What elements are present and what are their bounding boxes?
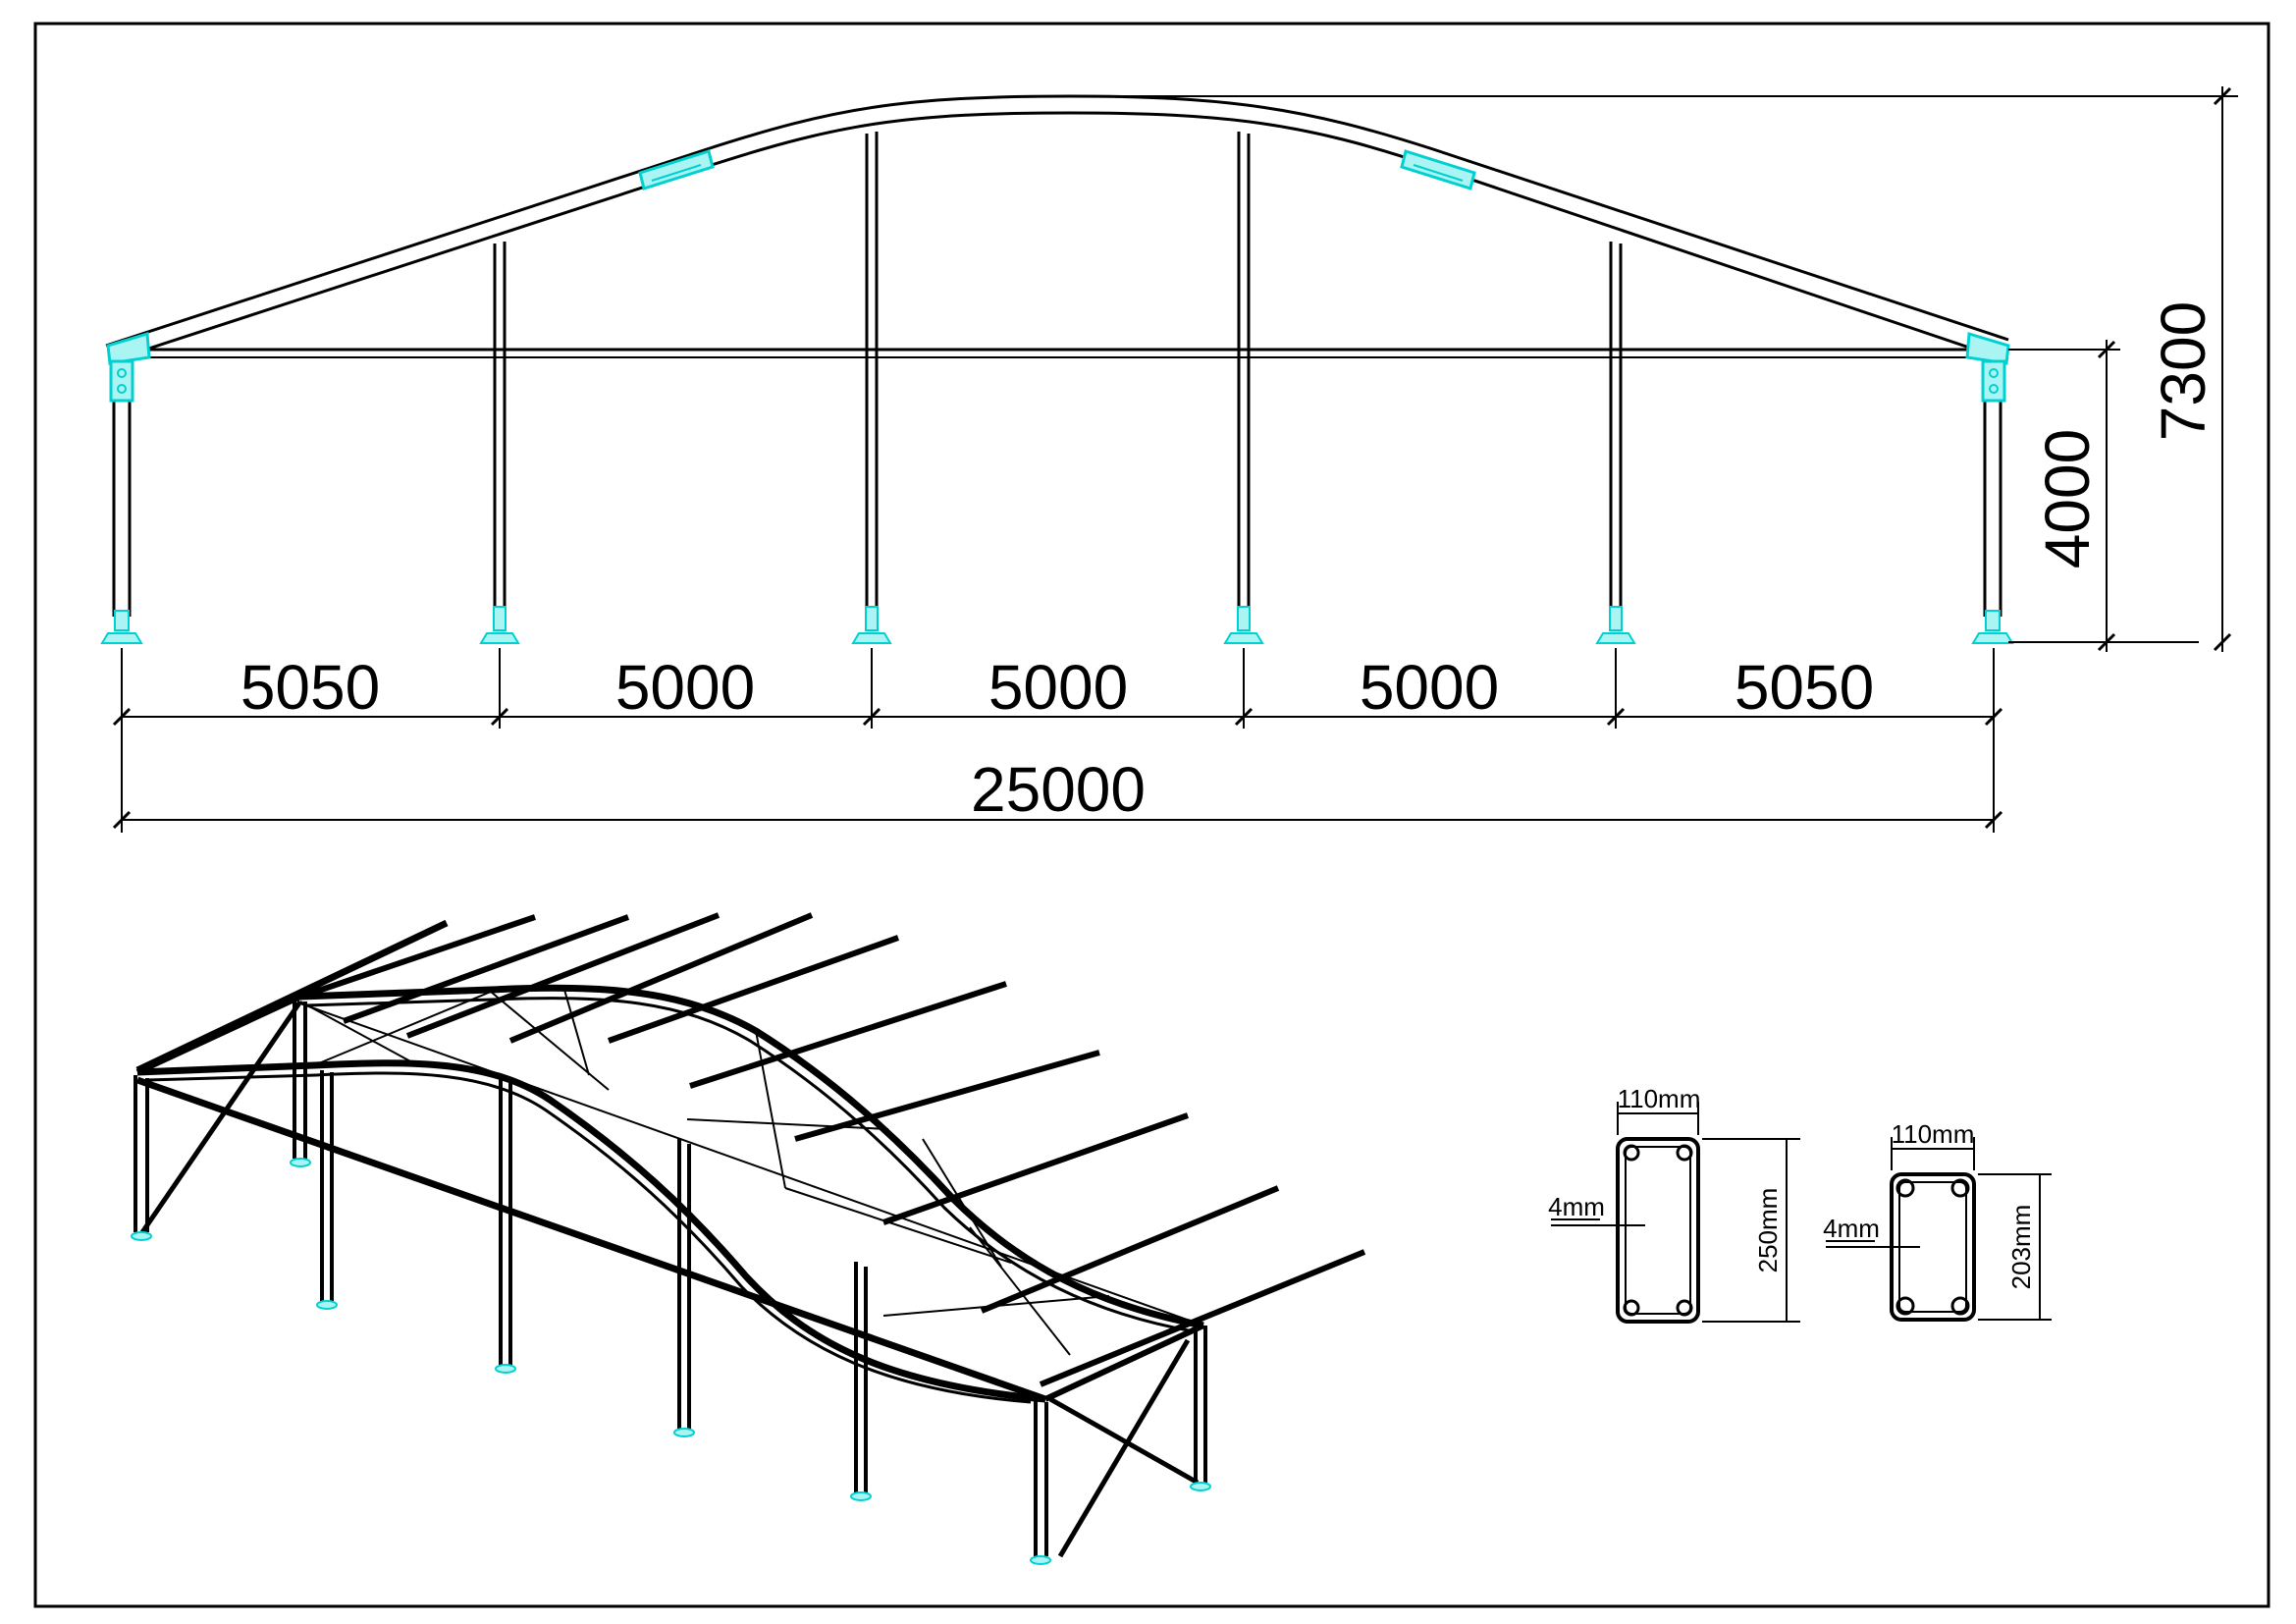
roof-bracing xyxy=(299,989,1110,1356)
profile-section-203: 110mm 203mm 4mm xyxy=(1823,1119,2052,1322)
profile-wall-label: 4mm xyxy=(1548,1192,1605,1221)
profile-wall-label: 4mm xyxy=(1823,1214,1880,1243)
overall-width-dimension: 25000 xyxy=(112,729,2003,833)
isometric-frame xyxy=(131,912,1366,1565)
base-plate-5 xyxy=(1595,606,1636,644)
iso-arch-back-inner xyxy=(305,997,1195,1333)
eave-height-label: 4000 xyxy=(2032,429,2103,568)
ridge-height-dimension: 7300 xyxy=(1080,86,2238,652)
rafter-joint-right xyxy=(1400,149,1476,190)
base-plate-4 xyxy=(1223,606,1264,644)
bay-dimension-chain: 5050 5000 5000 5000 5050 xyxy=(112,648,2003,729)
base-plate-3 xyxy=(851,606,892,644)
roof-purlins xyxy=(135,912,1366,1387)
bay-dimension-3: 5000 xyxy=(988,652,1128,723)
eave-beams xyxy=(135,994,1205,1403)
profile-section-250: 110mm 250mm 4mm xyxy=(1548,1084,1800,1324)
iso-columns xyxy=(133,1000,1207,1556)
roof-arch-outer xyxy=(105,94,2009,348)
bay-dimension-4: 5000 xyxy=(1360,652,1499,723)
bay-dimension-2: 5000 xyxy=(615,652,755,723)
eave-fitting-right xyxy=(1965,332,2010,403)
profile-height-label: 250mm xyxy=(1753,1188,1783,1273)
base-plate-2 xyxy=(479,606,520,644)
base-plate-1 xyxy=(100,610,143,644)
base-plates xyxy=(100,606,2014,644)
profile-width-label: 110mm xyxy=(1618,1084,1701,1113)
profile-height-label: 203mm xyxy=(2006,1205,2036,1290)
intermediate-column-3 xyxy=(1237,132,1251,617)
sheet-border xyxy=(33,22,2270,1608)
roof-arch-inner xyxy=(127,111,1994,357)
overall-width-label: 25000 xyxy=(971,754,1146,825)
intermediate-column-4 xyxy=(1609,242,1623,617)
profile-outline xyxy=(1616,1137,1700,1324)
intermediate-column-2 xyxy=(865,132,879,617)
bay-dimension-5: 5050 xyxy=(1735,652,1874,723)
eave-fitting-left xyxy=(106,332,151,403)
iso-arch-front-inner xyxy=(146,1071,1032,1404)
iso-arch-back-outer xyxy=(299,984,1204,1329)
bay-dimension-1: 5050 xyxy=(240,652,380,723)
wall-bracing xyxy=(139,1000,1200,1558)
intermediate-column-1 xyxy=(493,242,507,617)
rafter-joint-left xyxy=(638,149,715,190)
front-elevation: 5050 5000 5000 5000 5050 25000 4000 xyxy=(100,86,2238,833)
eave-height-dimension: 4000 xyxy=(2008,340,2199,652)
iso-base-feet xyxy=(131,1158,1211,1565)
base-plate-6 xyxy=(1971,610,2014,644)
ridge-height-label: 7300 xyxy=(2148,301,2218,441)
profile-width-label: 110mm xyxy=(1892,1119,1975,1149)
